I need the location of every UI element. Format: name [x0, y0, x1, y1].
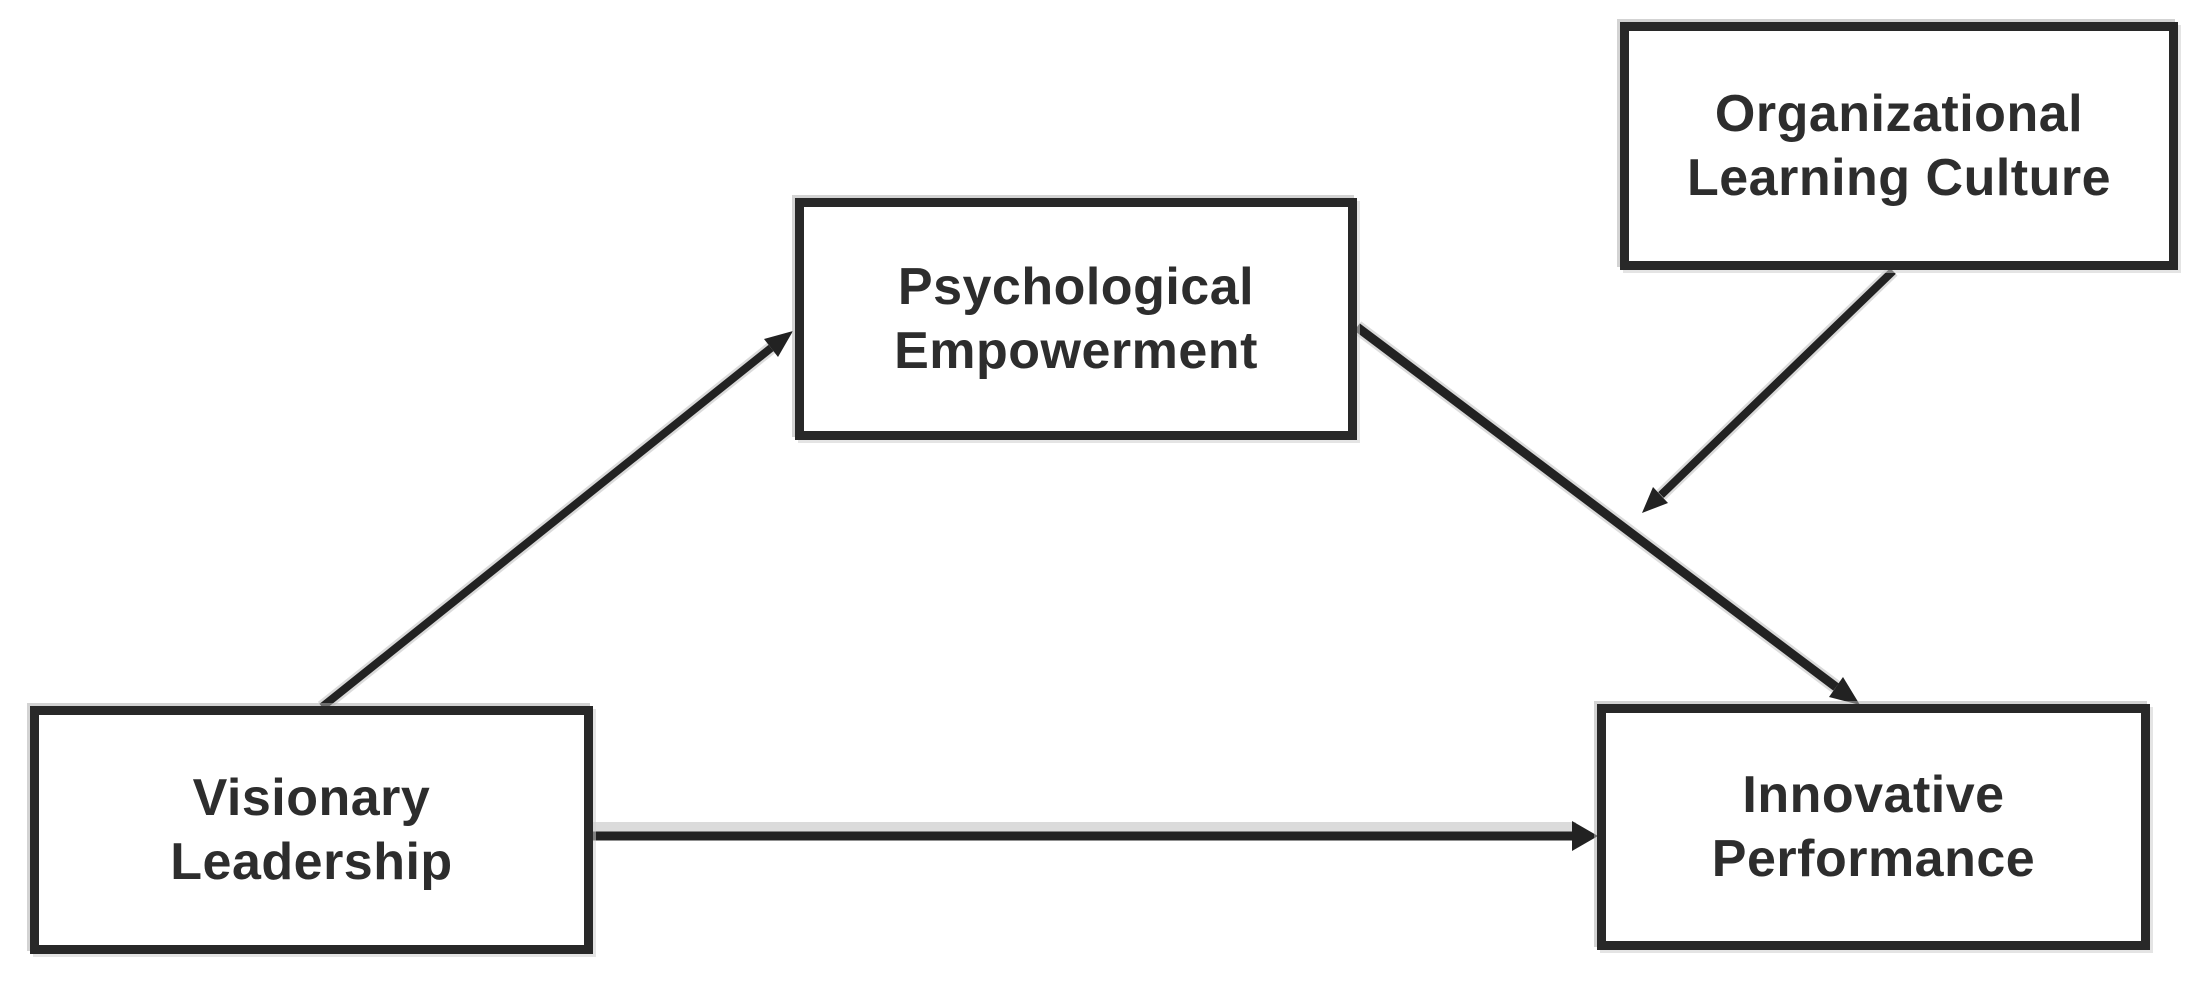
- node-organizational-learning-culture-label: Organizational Learning Culture: [1686, 85, 2112, 207]
- node-innovative-performance-label: Innovative Performance: [1711, 766, 2036, 888]
- node-visionary-leadership-label: Visionary Leadership: [170, 769, 453, 891]
- arrow-psychological-to-innovative: [1352, 321, 1860, 705]
- arrow-visionary-to-innovative: [593, 821, 1598, 851]
- node-psychological-empowerment-label: Psychological Empowerment: [894, 258, 1258, 380]
- node-organizational-learning-culture: Organizational Learning Culture: [1620, 22, 2178, 270]
- arrow-visionary-to-psychological: [317, 331, 793, 713]
- node-innovative-performance: Innovative Performance: [1597, 704, 2150, 950]
- arrow-olc-moderation: [1642, 266, 1898, 513]
- node-psychological-empowerment: Psychological Empowerment: [795, 198, 1357, 440]
- node-visionary-leadership: Visionary Leadership: [30, 706, 593, 954]
